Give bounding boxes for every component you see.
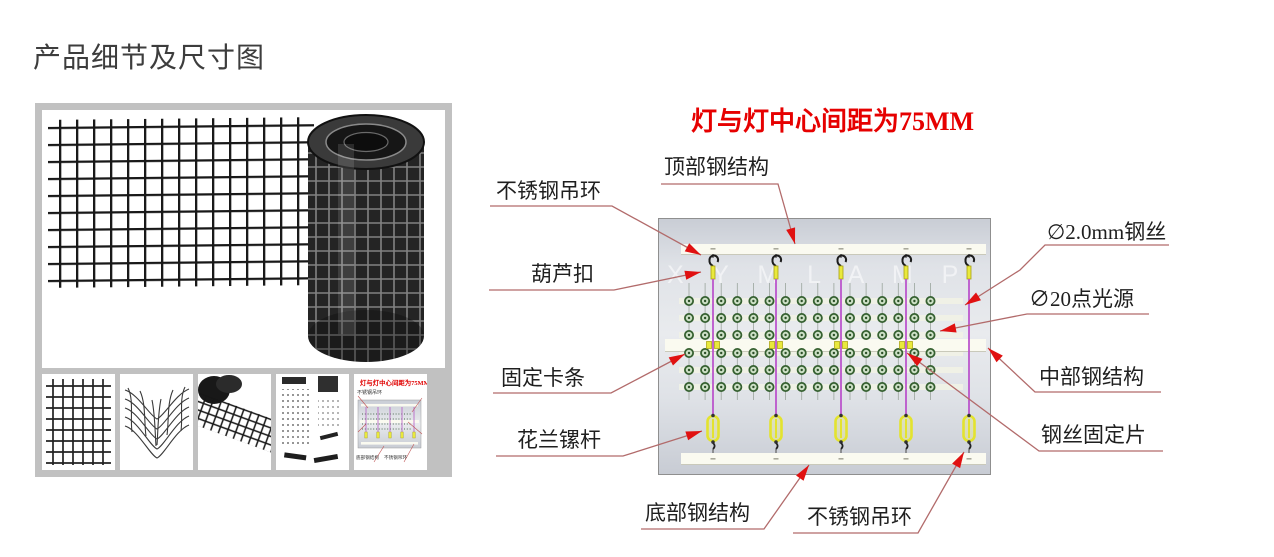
- svg-text:X Y M L A M P: X Y M L A M P: [667, 261, 969, 289]
- label-middle-steel-structure: 中部钢结构: [1039, 365, 1144, 389]
- thumbnail-strip: 灯与灯中心间距为75MM 不锈钢吊环: [42, 374, 445, 470]
- label-top-steel-structure: 顶部钢结构: [664, 155, 769, 179]
- product-gallery: 灯与灯中心间距为75MM 不锈钢吊环: [35, 103, 452, 477]
- label-turnbuckle-screw-rod: 花兰镙杆: [517, 428, 601, 452]
- thumbnail-dimension-diagram[interactable]: 灯与灯中心间距为75MM 不锈钢吊环: [354, 374, 427, 470]
- main-product-photo[interactable]: [42, 110, 445, 368]
- svg-text:不锈钢吊环: 不锈钢吊环: [357, 389, 382, 396]
- label-gourd-buckle: 葫芦扣: [531, 262, 594, 286]
- thumbnail-mesh-grid[interactable]: [42, 374, 115, 470]
- thumbnail-mesh-wave[interactable]: [120, 374, 193, 470]
- label-point-light-source-20: ∅20点光源: [1029, 287, 1134, 311]
- label-steel-wire-2mm: ∅2.0mm钢丝: [1047, 220, 1167, 244]
- label-stainless-hoist-ring-bottom: 不锈钢吊环: [807, 505, 912, 529]
- page-title: 产品细节及尺寸图: [33, 42, 266, 73]
- mesh-net-photo-art: [42, 110, 445, 368]
- label-wire-fixing-piece: 钢丝固定片: [1041, 423, 1146, 447]
- label-bottom-steel-structure: 底部钢结构: [645, 501, 750, 525]
- structure-diagram: X Y M L A M P: [658, 218, 991, 475]
- structure-diagram-art: X Y M L A M P: [665, 244, 986, 465]
- mesh-roll: [307, 114, 425, 362]
- label-fixing-clip-strip: 固定卡条: [501, 366, 585, 390]
- mini-diagram-title: 灯与灯中心间距为75MM: [360, 378, 427, 387]
- thumbnail-structure-parts[interactable]: [276, 374, 349, 470]
- label-stainless-hoist-ring-top: 不锈钢吊环: [496, 179, 601, 203]
- thumbnail-mesh-roll-diagonal[interactable]: [198, 374, 271, 470]
- svg-text:不锈钢吊环: 不锈钢吊环: [384, 454, 407, 461]
- svg-text:底部钢结构: 底部钢结构: [356, 454, 379, 461]
- lamp-spacing-title: 灯与灯中心间距为75MM: [691, 107, 975, 136]
